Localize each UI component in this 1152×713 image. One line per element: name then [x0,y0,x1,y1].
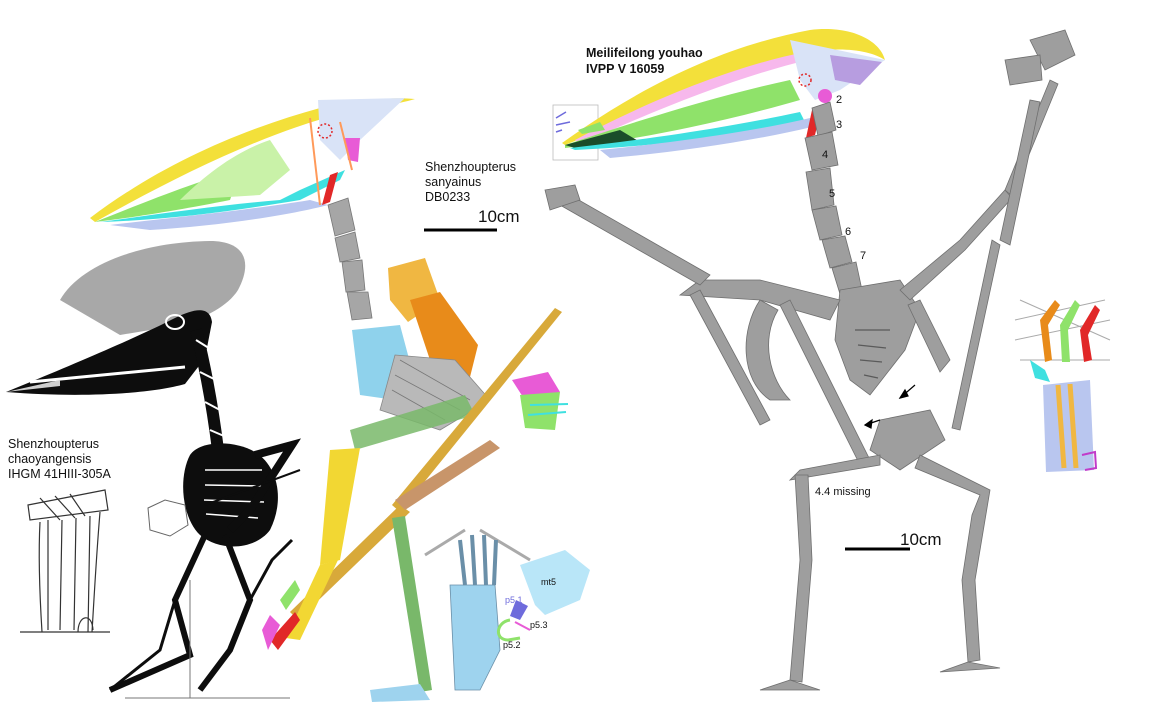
p5-2 [497,618,521,642]
meilifeilong-premaxilla [562,29,885,145]
sanyainus-nasoantorbital [180,140,290,200]
p5-3-label: p5.3 [530,620,548,630]
sanyainus-wing-metacarpal [392,308,562,512]
sanyainus-manus [512,372,569,430]
sanyainus-humerus-green [350,395,475,450]
sanyainus-pes-drawing [424,528,531,691]
meilifeilong-metatarsals [1043,380,1094,472]
vertebra-number-7: 7 [860,250,867,262]
sanyainus-pectoral [350,258,491,450]
missing-phalanx-note: 4.4 missing [815,486,871,498]
mt5-outline [520,550,590,615]
vertebra-number-5: 5 [829,188,836,200]
chaoyangensis-catalog-label: IHGM 41HIII-305A [8,467,111,481]
sanyainus-palate [110,200,328,230]
sanyainus-jugal [100,170,345,222]
sanyainus-cranium [318,98,405,160]
meilifeilong-digit-orange [1040,300,1060,362]
sanyainus-orbit-marker [317,123,333,139]
meilifeilong-skeleton [544,29,1076,691]
sanyainus-skull [90,98,415,230]
meilifeilong-crest-pink [575,52,808,144]
chaoyangensis-wing [227,438,302,533]
scale-bar-middle-label: 10cm [478,207,520,226]
scale-bar-right-label: 10cm [900,530,942,549]
sanyainus-species-label: sanyainus [425,175,482,189]
mt5-label: mt5 [541,577,557,587]
vertebra-number-4: 4 [822,149,829,161]
meilifeilong-name-label: Meilifeilong youhao [586,46,703,60]
meilifeilong-jugal [570,112,805,150]
chaoyangensis-pes-drawing [20,489,110,633]
vertebra-number-2: 2 [836,94,843,106]
sanyainus-genus-label: Shenzhoupterus [425,160,517,174]
meilifeilong-pterygoid [818,89,832,103]
meilifeilong-digit-red [1080,305,1100,362]
sanyainus-neck [327,197,373,321]
chaoyangensis-hindlimb [108,533,208,693]
meilifeilong-digit-cyan [1030,360,1050,382]
vertebra-number-3: 3 [836,119,843,131]
p5-3 [514,621,531,631]
meilifeilong-catalog-label: IVPP V 16059 [586,62,665,76]
meilifeilong-orbit-marker [798,73,812,87]
sanyainus-hindlimb [370,516,432,702]
meilifeilong-arrows [863,384,916,429]
p5-1 [510,600,528,620]
sanyainus-pes-bones [449,584,501,691]
chaoyangensis-species-label: chaoyangensis [8,452,92,466]
sanyainus-mt5-detail [497,550,590,642]
sanyainus-catalog-label: DB0233 [425,190,471,204]
sanyainus-pes-left [370,684,430,702]
meilifeilong-torso [834,279,921,396]
chaoyangensis-neck [190,328,224,451]
sanyainus-forelimb [262,308,562,650]
meilifeilong-parietal [830,55,882,85]
chaoyangensis-genus-label: Shenzhoupterus [8,437,100,451]
chaoyangensis-sternum-outline [147,499,189,537]
p5-2-label: p5.2 [503,640,521,650]
vertebra-number-6: 6 [845,226,852,238]
chaoyangensis-skull [6,310,212,395]
sanyainus-radius-brown [395,440,500,510]
chaoyangensis-reconstruction [6,241,302,699]
chaoyangensis-crest [60,241,246,335]
meilifeilong-maxilla [565,80,800,148]
chaoyangensis-orbit [165,314,185,330]
meilifeilong-palate [600,118,820,158]
sanyainus-quadrate [322,172,338,205]
chaoyangensis-beak-tip [6,380,60,392]
meilifeilong-pelvis [869,409,946,471]
sanyainus-humerus [320,448,360,565]
meilifeilong-skull-inset [552,29,885,161]
chaoyangensis-jaw-line [29,365,186,384]
p5-1-label: p5.1 [505,595,523,605]
meilifeilong-p5 [1081,450,1098,471]
sanyainus-tibia [392,516,432,692]
meilifeilong-pes-detail [1014,299,1111,472]
meilifeilong-digit-green [1060,300,1080,362]
sanyainus-scapula [410,292,478,385]
